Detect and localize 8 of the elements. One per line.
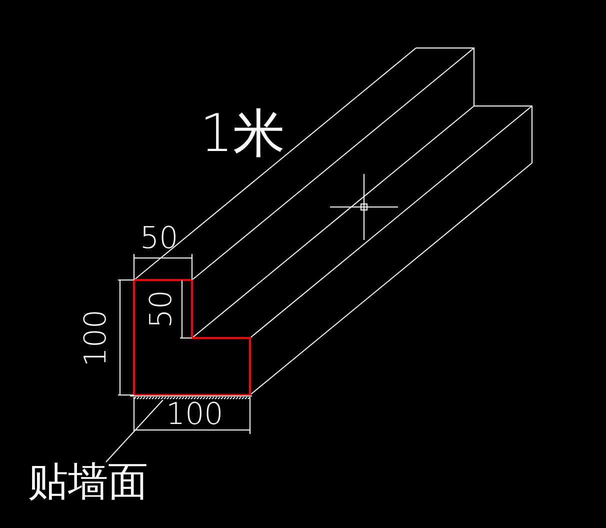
callout-label: 贴墙面 <box>28 462 148 502</box>
wall-hatching <box>130 396 252 400</box>
dimension-text: 50 <box>140 224 178 254</box>
leader-line <box>106 400 164 462</box>
length-label: 1米 <box>200 108 286 160</box>
dimension-text: 100 <box>81 309 112 367</box>
dimension-text: 50 <box>147 290 178 328</box>
dimension-text: 100 <box>166 400 224 430</box>
